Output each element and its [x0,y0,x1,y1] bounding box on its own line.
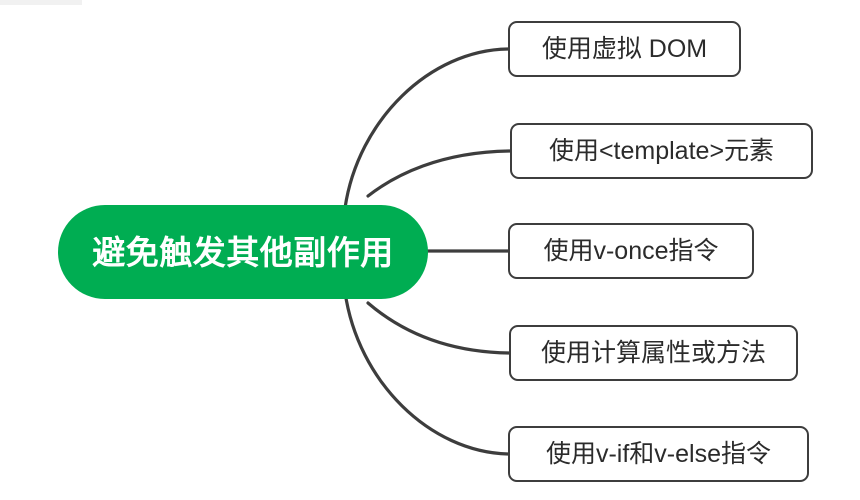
edge-to-node-1 [343,47,510,210]
child-node-3[interactable]: 使用v-once指令 [508,223,754,279]
edge-to-node-5 [343,290,510,456]
child-node-3-label: 使用v-once指令 [543,236,719,265]
root-node[interactable]: 避免触发其他副作用 [58,205,428,299]
child-node-4[interactable]: 使用计算属性或方法 [509,325,798,381]
child-node-1-label: 使用虚拟 DOM [541,34,708,63]
child-node-4-label: 使用计算属性或方法 [540,338,766,367]
child-node-5-label: 使用v-if和v-else指令 [545,439,771,468]
edge-to-node-4 [366,301,511,355]
top-edge-strip [0,0,82,5]
child-node-1[interactable]: 使用虚拟 DOM [508,21,741,77]
edge-to-node-2 [366,149,512,198]
child-node-2[interactable]: 使用<template>元素 [510,123,813,179]
child-node-2-label: 使用<template>元素 [548,136,775,165]
root-node-label: 避免触发其他副作用 [92,233,394,271]
child-node-5[interactable]: 使用v-if和v-else指令 [508,426,809,482]
